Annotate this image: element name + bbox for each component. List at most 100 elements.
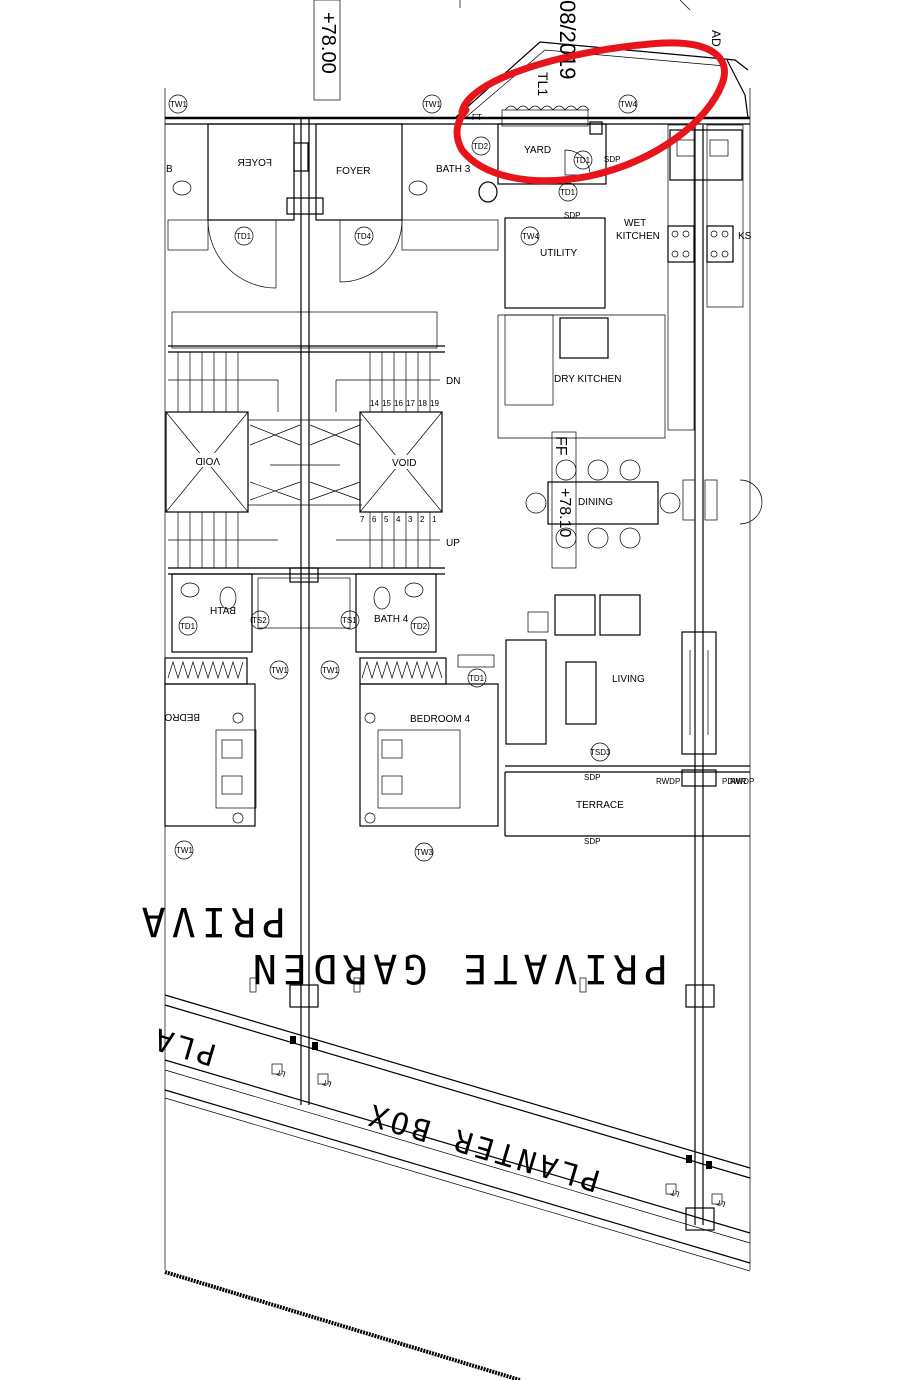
tag-pdwr: PDWR	[722, 777, 747, 786]
living-area	[457, 594, 717, 755]
ffl-prefix: FF	[552, 436, 569, 456]
wet-kitchen-label-2: KITCHEN	[616, 231, 660, 242]
wet-kitchen-label-1: WET	[624, 218, 646, 229]
private-left-label: PRIVA	[136, 898, 286, 944]
toilet-icon	[373, 586, 391, 610]
tag-lt-2: LT	[322, 1078, 333, 1089]
tag-sdp-terrace: SDP	[584, 773, 600, 782]
tag-lt-1: LT	[276, 1068, 287, 1079]
basin-icon	[404, 582, 424, 598]
basin-icon	[180, 582, 200, 598]
tag-tw4-utility: TW4	[522, 232, 539, 241]
void-left	[165, 411, 249, 513]
void-left-label: VOID	[196, 455, 220, 466]
wet-kitchen-area	[667, 124, 744, 431]
tag-sdp-utility: SDP	[564, 211, 580, 220]
stair-number: 3	[408, 515, 413, 524]
stair-number: 2	[420, 515, 425, 524]
tag-td1-bath-left: TD1	[180, 622, 196, 631]
ffl-value: +78.10	[556, 488, 573, 537]
bath-right-label: BATH 4	[374, 614, 409, 625]
bath-top-label: BATH 3	[436, 164, 471, 175]
utility-label: UTILITY	[540, 248, 578, 259]
tag-td-foyer-left: TD1	[236, 232, 252, 241]
stair-number: 19	[430, 399, 439, 408]
kitchen-cut-label: KS	[738, 231, 752, 242]
toilet-icon	[408, 180, 428, 196]
foyer-right-label: FOYER	[336, 166, 370, 177]
stair-down-label: DN	[446, 376, 460, 387]
utility-room	[504, 217, 606, 309]
planter-box-label: PLANTER BOX	[362, 1095, 605, 1197]
tag-lt-4: LT	[716, 1198, 727, 1209]
planter-box	[164, 994, 751, 1380]
stair-number: 18	[418, 399, 427, 408]
yard-label: YARD	[524, 145, 551, 156]
living-label: LIVING	[612, 674, 645, 685]
tag-td2-top: TD2	[473, 142, 489, 151]
stair-number: 6	[372, 515, 377, 524]
foyer-left-label: FOYER	[238, 158, 272, 169]
tag-rwdp-2: RWDP	[730, 777, 754, 786]
tag-td-foyer-right: TD4	[356, 232, 372, 241]
stair-number: 5	[384, 515, 389, 524]
toilet-icon	[219, 586, 237, 610]
stair-number: 14	[370, 399, 379, 408]
corner-fragment: AD	[709, 30, 723, 47]
tag-ft: FT	[472, 113, 482, 122]
stair-number: 1	[432, 515, 437, 524]
stair-up-label: UP	[446, 538, 460, 549]
tag-tw1-top: TW1	[424, 100, 441, 109]
tag-tw3-bedroom: TW3	[416, 848, 433, 857]
tag-tw1-mid-right: TW1	[322, 666, 339, 675]
bath-top-left-label: B	[166, 164, 173, 175]
bedroom-left-label: BEDRO	[164, 711, 200, 722]
tag-lt-3: LT	[670, 1188, 681, 1199]
private-garden-label: PRIVATE GARDEN	[247, 945, 668, 991]
stair-number: 4	[396, 515, 401, 524]
stairs	[165, 311, 445, 575]
stair-number: 15	[382, 399, 391, 408]
void-right	[359, 411, 443, 513]
dry-kitchen-area	[497, 314, 666, 439]
bedrooms	[164, 683, 499, 827]
terrace-area	[504, 765, 750, 837]
stair-number: 16	[394, 399, 403, 408]
tag-td1-yard: TD1	[575, 156, 591, 165]
wardrobes	[164, 657, 447, 685]
top-wall	[165, 41, 750, 125]
annotation-ellipse	[453, 39, 728, 185]
planter-left-label: PLA	[147, 1020, 220, 1072]
terrace-label: TERRACE	[576, 800, 624, 811]
bath-left-label: BATH	[210, 606, 236, 617]
grid-lines	[164, 88, 751, 1270]
tag-rwdp-1: RWDP	[656, 777, 680, 786]
stair-number: 7	[360, 515, 365, 524]
tag-td1-utility: TD1	[560, 188, 576, 197]
foyer-area	[167, 123, 499, 289]
tag-tsd3: TSD3	[590, 748, 611, 757]
dry-kitchen-label: DRY KITCHEN	[554, 374, 621, 385]
tag-td2-bath-right: TD2	[412, 622, 428, 631]
tag-tw1-top-left: TW1	[170, 100, 187, 109]
toilet-icon	[478, 181, 498, 203]
dining-area	[525, 431, 763, 569]
tag-ts1-right: TS1	[342, 616, 357, 625]
tag-sdp-bottom: SDP	[584, 837, 600, 846]
tag-tw1-mid-left: TW1	[271, 666, 288, 675]
tag-tw1-bedroom: TW1	[176, 846, 193, 855]
date-fragment: 08/2019	[555, 0, 580, 80]
tag-sdp-yard: SDP	[604, 155, 620, 164]
stair-number: 17	[406, 399, 415, 408]
toilet-icon	[172, 180, 192, 196]
tag-ts2-left: TS2	[252, 616, 267, 625]
dining-label: DINING	[578, 497, 613, 508]
tl-fragment: TL1	[535, 72, 551, 96]
bedroom-right-label: BEDROOM 4	[410, 714, 470, 725]
tag-tw4-top: TW4	[620, 100, 637, 109]
void-right-label: VOID	[392, 458, 416, 469]
tag-markers: TW1 TW1 TW4 TW4 TD2 TD1 TD1 TD1 TD4 TD1 …	[168, 94, 754, 862]
level-value-top: +78.00	[317, 12, 339, 74]
level-marker-top: +78.00	[313, 0, 341, 101]
